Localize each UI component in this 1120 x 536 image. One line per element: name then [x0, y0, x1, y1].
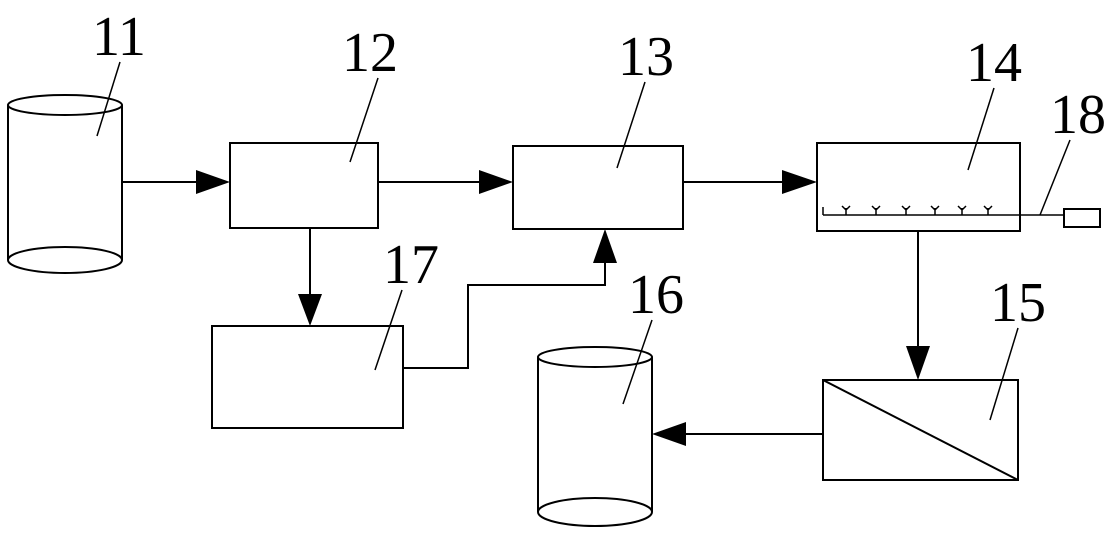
tank-11	[7, 94, 123, 274]
label-13: 13	[618, 26, 674, 88]
arrowheads	[196, 170, 930, 446]
arrow-13-to-14	[782, 170, 817, 194]
unit-15-membrane	[822, 379, 1019, 481]
arrow-17-to-13	[593, 229, 617, 263]
flow-lines	[122, 181, 919, 435]
label-18: 18	[1050, 84, 1106, 146]
arrow-14-to-15	[906, 346, 930, 380]
tank-16	[537, 346, 653, 527]
label-14: 14	[966, 32, 1022, 94]
label-15: 15	[990, 272, 1046, 334]
label-17: 17	[383, 234, 439, 296]
diffuser-nozzles	[841, 205, 993, 215]
blower-18-box	[1063, 208, 1101, 228]
label-12: 12	[342, 22, 398, 84]
label-16: 16	[628, 264, 684, 326]
arrow-12-to-17	[298, 294, 322, 326]
unit-14-tank	[816, 142, 1064, 232]
unit-12-box	[229, 142, 379, 229]
label-11: 11	[92, 6, 146, 68]
unit-17-box	[211, 325, 404, 429]
arrow-15-to-16	[652, 422, 686, 446]
unit-13-box	[512, 145, 684, 230]
arrow-12-to-13	[479, 170, 513, 194]
arrow-11-to-12	[196, 170, 230, 194]
leader-lines	[96, 61, 1071, 421]
